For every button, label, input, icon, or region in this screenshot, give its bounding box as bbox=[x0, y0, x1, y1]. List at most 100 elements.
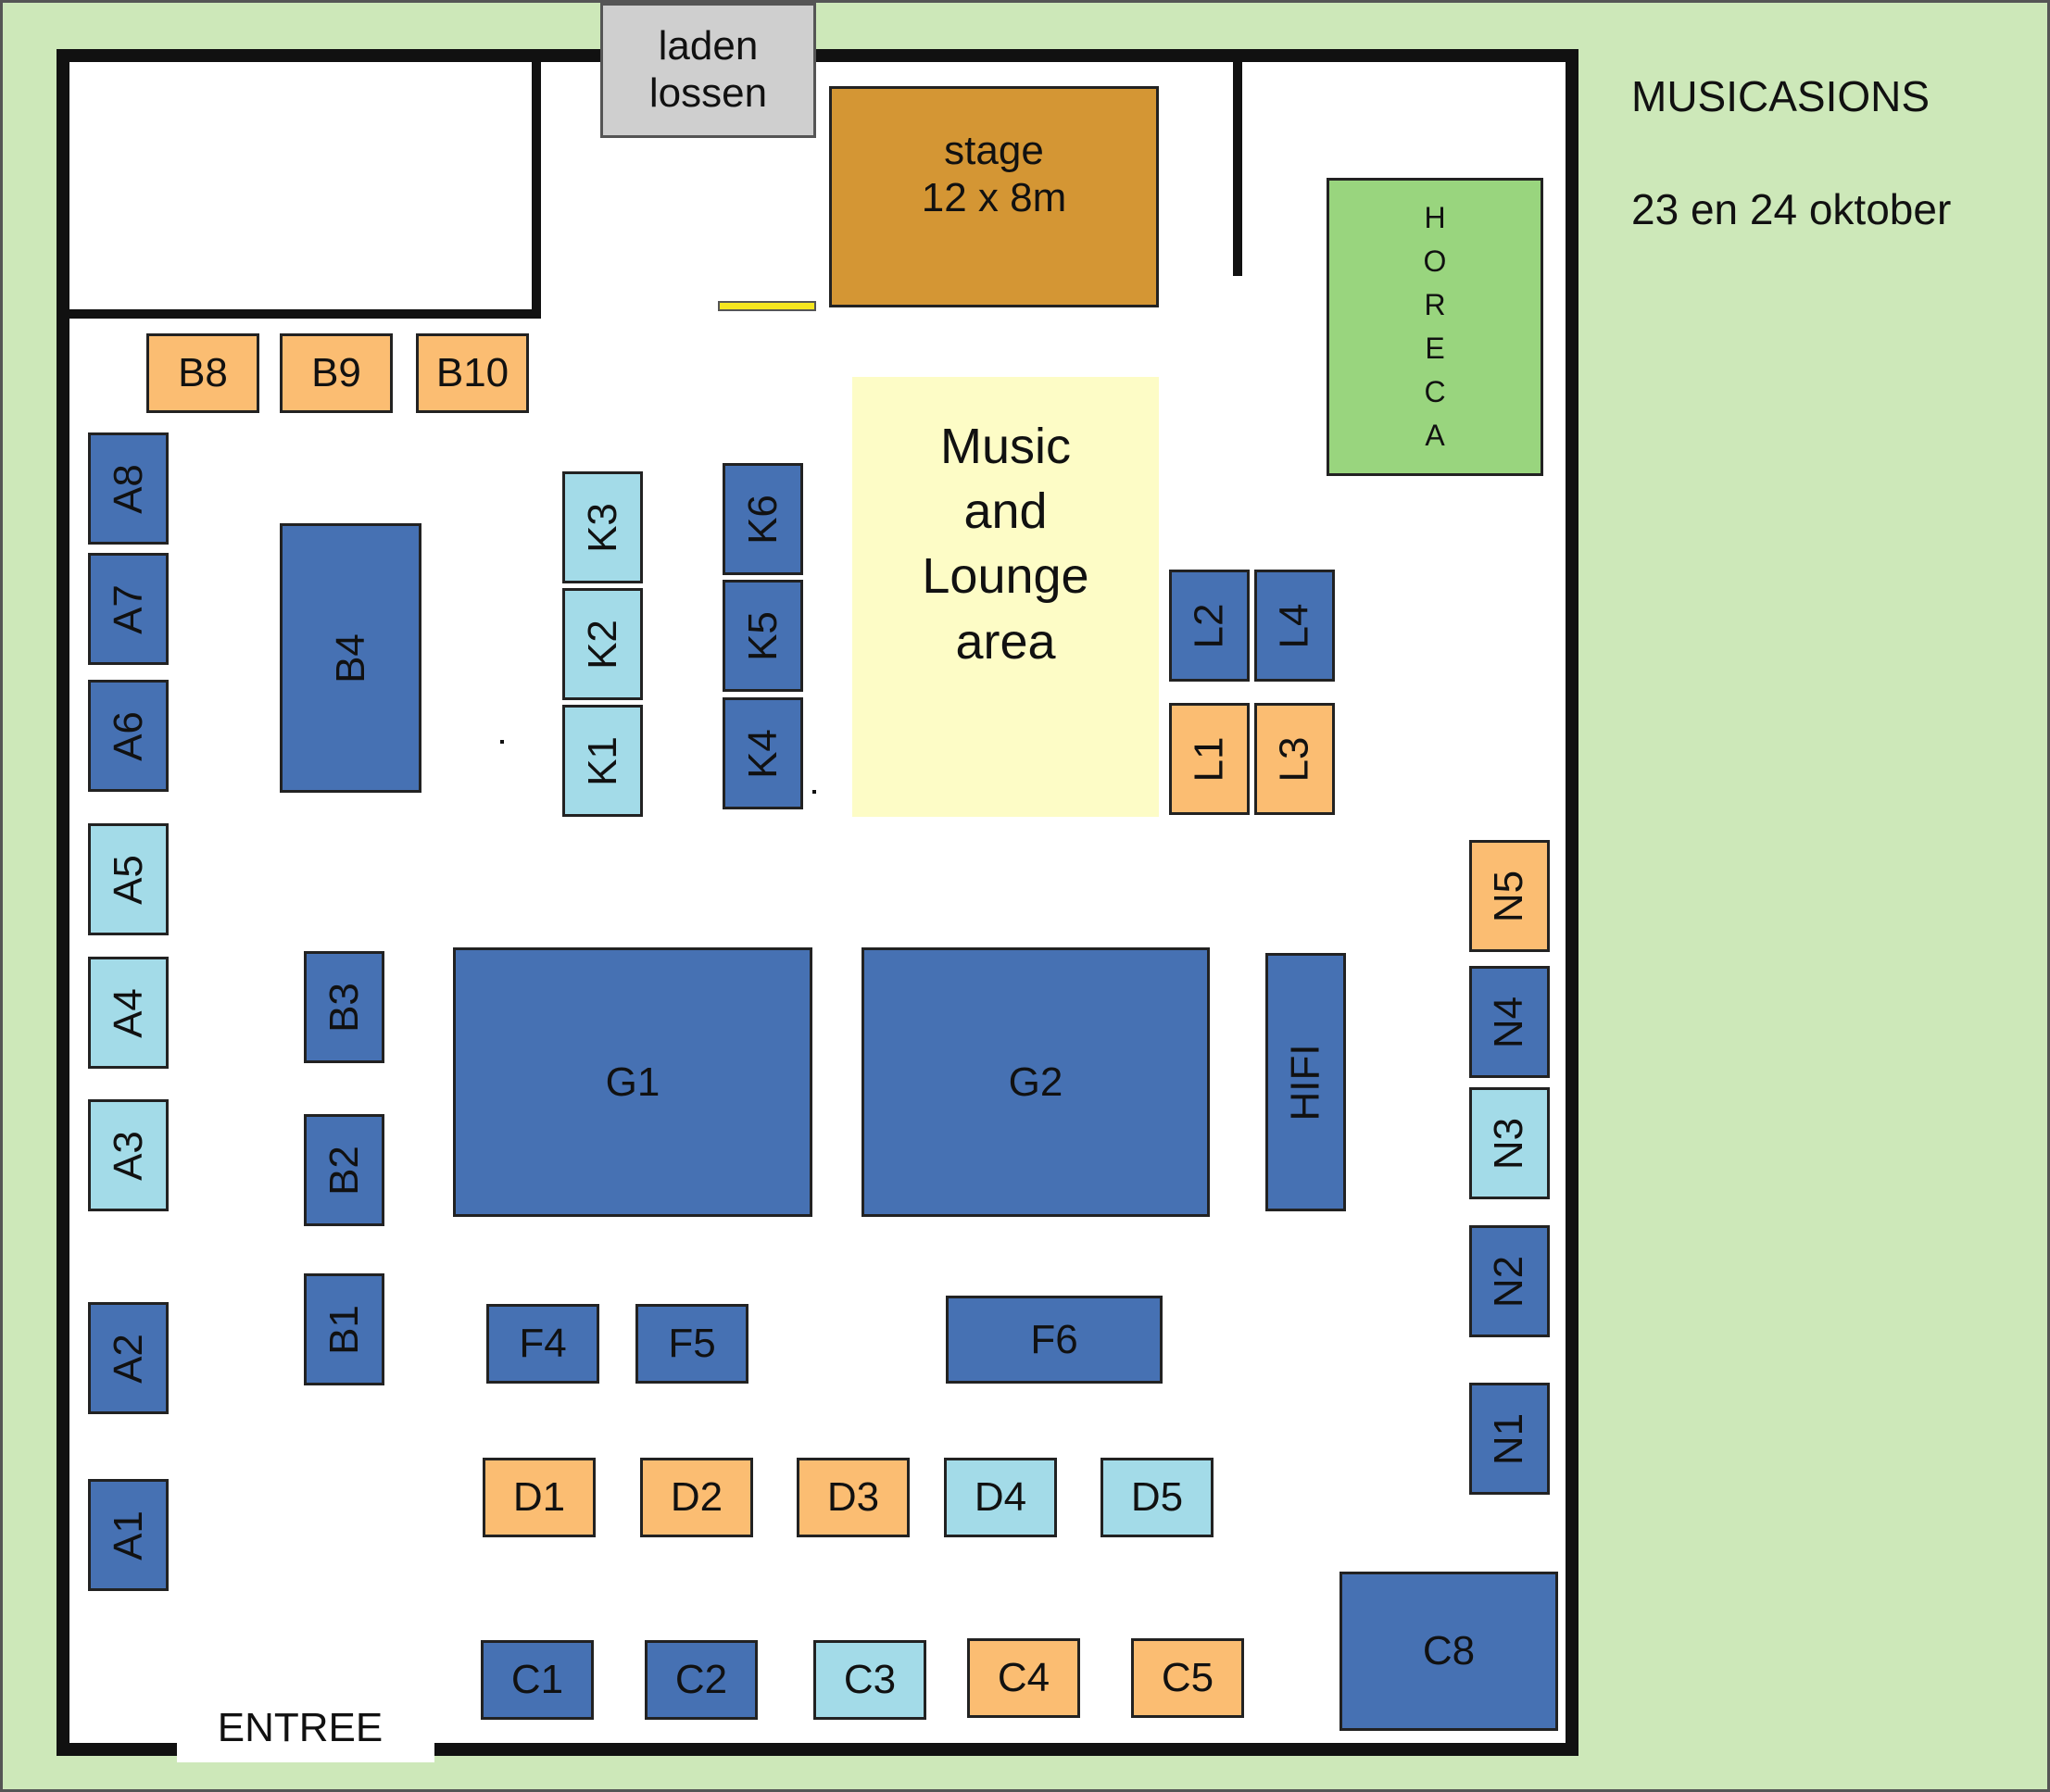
booth-c8[interactable]: C8 bbox=[1339, 1572, 1558, 1731]
booth-label: N4 bbox=[1486, 996, 1532, 1048]
booth-label: HIFI bbox=[1282, 1043, 1328, 1122]
booth-label: B2 bbox=[321, 1145, 367, 1196]
booth-k4[interactable]: K4 bbox=[723, 697, 803, 809]
booth-l4[interactable]: L4 bbox=[1254, 570, 1335, 682]
booth-a1[interactable]: A1 bbox=[88, 1479, 169, 1591]
booth-label: K3 bbox=[579, 502, 625, 553]
booth-label: B4 bbox=[327, 633, 373, 683]
booth-g2[interactable]: G2 bbox=[862, 947, 1210, 1217]
booth-f6[interactable]: F6 bbox=[946, 1296, 1163, 1384]
booth-label: C3 bbox=[843, 1657, 897, 1702]
booth-c5[interactable]: C5 bbox=[1131, 1638, 1244, 1718]
booth-label: B1 bbox=[321, 1304, 367, 1355]
booth-label: D2 bbox=[670, 1474, 723, 1520]
booth-label: K6 bbox=[739, 494, 786, 545]
booth-label: B3 bbox=[321, 982, 367, 1033]
booth-label: B10 bbox=[435, 350, 509, 395]
booth-n2[interactable]: N2 bbox=[1469, 1225, 1550, 1337]
booth-label: G1 bbox=[605, 1059, 660, 1105]
booth-label: D5 bbox=[1130, 1474, 1184, 1520]
booth-label: L4 bbox=[1271, 603, 1317, 648]
booth-d1[interactable]: D1 bbox=[483, 1458, 596, 1537]
booth-k6[interactable]: K6 bbox=[723, 463, 803, 575]
booth-a7[interactable]: A7 bbox=[88, 553, 169, 665]
booth-label: A3 bbox=[105, 1130, 151, 1181]
booth-label: N2 bbox=[1486, 1255, 1532, 1308]
booth-label: B8 bbox=[178, 350, 228, 395]
booth-label: N1 bbox=[1486, 1412, 1532, 1465]
booth-label: B9 bbox=[311, 350, 361, 395]
booth-b8[interactable]: B8 bbox=[146, 333, 259, 413]
booth-d5[interactable]: D5 bbox=[1100, 1458, 1214, 1537]
booth-a8[interactable]: A8 bbox=[88, 432, 169, 545]
booth-n3[interactable]: N3 bbox=[1469, 1087, 1550, 1199]
booth-a4[interactable]: A4 bbox=[88, 957, 169, 1069]
booth-label: C5 bbox=[1161, 1655, 1214, 1700]
booth-f4[interactable]: F4 bbox=[486, 1304, 599, 1384]
booth-l2[interactable]: L2 bbox=[1169, 570, 1250, 682]
booth-label: D3 bbox=[826, 1474, 880, 1520]
booth-l3[interactable]: L3 bbox=[1254, 703, 1335, 815]
booth-c1[interactable]: C1 bbox=[481, 1640, 594, 1720]
booth-label: D4 bbox=[974, 1474, 1027, 1520]
booth-label: A1 bbox=[105, 1510, 151, 1560]
booth-label: N5 bbox=[1486, 870, 1532, 922]
booth-a2[interactable]: A2 bbox=[88, 1302, 169, 1414]
music-lounge-area: Music and Lounge area bbox=[852, 377, 1159, 817]
booth-label: L1 bbox=[1186, 736, 1232, 782]
booth-c2[interactable]: C2 bbox=[645, 1640, 758, 1720]
booth-hifi[interactable]: HIFI bbox=[1265, 953, 1346, 1211]
booth-f5[interactable]: F5 bbox=[635, 1304, 748, 1384]
booth-label: F6 bbox=[1030, 1316, 1078, 1362]
booth-n1[interactable]: N1 bbox=[1469, 1383, 1550, 1495]
booth-label: L3 bbox=[1271, 736, 1317, 782]
yellow-marker bbox=[718, 301, 816, 311]
booth-label: A8 bbox=[105, 463, 151, 514]
booth-k1[interactable]: K1 bbox=[562, 705, 643, 817]
booth-k5[interactable]: K5 bbox=[723, 580, 803, 692]
booth-b9[interactable]: B9 bbox=[280, 333, 393, 413]
entrance-gap bbox=[177, 1735, 434, 1762]
booth-label: F5 bbox=[668, 1321, 716, 1366]
booth-n4[interactable]: N4 bbox=[1469, 966, 1550, 1078]
wall-storage-horizontal bbox=[62, 309, 541, 319]
booth-b2[interactable]: B2 bbox=[304, 1114, 384, 1226]
booth-d2[interactable]: D2 bbox=[640, 1458, 753, 1537]
booth-a5[interactable]: A5 bbox=[88, 823, 169, 935]
booth-d4[interactable]: D4 bbox=[944, 1458, 1057, 1537]
wall-right-partition bbox=[1233, 55, 1242, 276]
booth-b10[interactable]: B10 bbox=[416, 333, 529, 413]
booth-label: D1 bbox=[512, 1474, 566, 1520]
booth-c3[interactable]: C3 bbox=[813, 1640, 926, 1720]
booth-label: C4 bbox=[997, 1655, 1050, 1700]
booth-label: F4 bbox=[519, 1321, 567, 1366]
booth-label: K4 bbox=[739, 728, 786, 779]
booth-label: A2 bbox=[105, 1333, 151, 1384]
booth-a3[interactable]: A3 bbox=[88, 1099, 169, 1211]
booth-g1[interactable]: G1 bbox=[453, 947, 812, 1217]
booth-label: C2 bbox=[674, 1657, 728, 1702]
booth-b1[interactable]: B1 bbox=[304, 1273, 384, 1385]
booth-l1[interactable]: L1 bbox=[1169, 703, 1250, 815]
booth-k3[interactable]: K3 bbox=[562, 471, 643, 583]
booth-label: L2 bbox=[1186, 603, 1232, 648]
booth-b4[interactable]: B4 bbox=[280, 523, 421, 793]
booth-label: A6 bbox=[105, 710, 151, 761]
booth-label: G2 bbox=[1008, 1059, 1063, 1105]
booth-c4[interactable]: C4 bbox=[967, 1638, 1080, 1718]
booth-label: K1 bbox=[579, 735, 625, 786]
booth-label: C1 bbox=[510, 1657, 564, 1702]
booth-label: K2 bbox=[579, 619, 625, 670]
booth-n5[interactable]: N5 bbox=[1469, 840, 1550, 952]
booth-b3[interactable]: B3 bbox=[304, 951, 384, 1063]
booth-label: K5 bbox=[739, 610, 786, 661]
booth-k2[interactable]: K2 bbox=[562, 588, 643, 700]
marker-dot bbox=[500, 740, 504, 744]
booth-d3[interactable]: D3 bbox=[797, 1458, 910, 1537]
stage: stage 12 x 8m bbox=[829, 86, 1159, 307]
booth-label: A4 bbox=[105, 987, 151, 1038]
booth-label: A5 bbox=[105, 854, 151, 905]
booth-a6[interactable]: A6 bbox=[88, 680, 169, 792]
entrance-label: ENTREE bbox=[217, 1705, 384, 1750]
